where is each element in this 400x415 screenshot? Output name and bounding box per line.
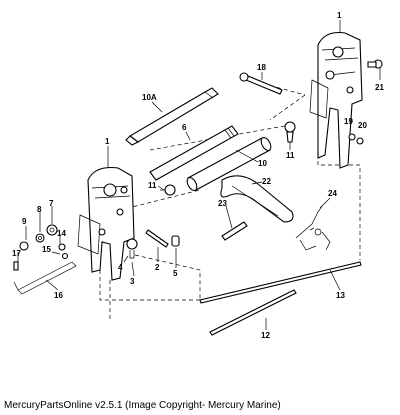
spring-24 (295, 205, 331, 251)
callout-10: 10 (258, 159, 267, 168)
callout-14: 14 (57, 229, 66, 238)
callout-17: 17 (12, 249, 21, 258)
callout-23: 23 (218, 199, 227, 208)
shaft-10a (125, 87, 219, 146)
callout-24: 24 (328, 189, 337, 198)
callout-19: 19 (344, 117, 353, 126)
nut-19-20 (348, 133, 364, 145)
callout-7: 7 (49, 199, 54, 208)
callout-1-top: 1 (337, 11, 342, 20)
screw-2 (145, 229, 169, 248)
pin-18 (239, 72, 283, 95)
hardware-left-cluster (13, 224, 69, 271)
cap-5 (171, 235, 180, 247)
callout-21: 21 (375, 83, 384, 92)
callout-1-mid: 1 (105, 137, 110, 146)
knob-4 (126, 238, 138, 259)
callout-13: 13 (336, 291, 345, 300)
rod-13 (199, 261, 362, 304)
pin-23 (221, 221, 248, 241)
bolt-21 (367, 59, 383, 69)
strap-22 (220, 175, 294, 223)
callout-9: 9 (22, 217, 27, 226)
bolt-11-left (160, 184, 176, 196)
callout-11-left: 11 (148, 181, 157, 190)
callout-16: 16 (54, 291, 63, 300)
assembly-guide-lines (99, 79, 361, 320)
rod-12 (209, 289, 297, 336)
callout-15: 15 (42, 245, 51, 254)
callout-4: 4 (118, 263, 123, 272)
callout-6: 6 (182, 123, 187, 132)
callout-5: 5 (173, 269, 178, 278)
callout-2: 2 (155, 263, 160, 272)
callout-18: 18 (257, 63, 266, 72)
rod-16 (13, 261, 77, 295)
image-caption: MercuryPartsOnline v2.5.1 (Image Copyrig… (4, 400, 281, 411)
callout-11-right: 11 (286, 151, 295, 160)
leader-lines (17, 20, 381, 330)
callout-22: 22 (262, 177, 271, 186)
callouts: 1 18 21 10A 6 11 19 20 1 10 11 22 23 24 … (12, 11, 384, 340)
callout-8: 8 (37, 205, 42, 214)
bracket-top-right (309, 31, 363, 169)
tube-6 (149, 125, 239, 181)
bracket-mid-left (77, 166, 135, 281)
callout-12: 12 (261, 331, 270, 340)
callout-10a: 10A (142, 93, 157, 102)
bolt-11-right (284, 121, 296, 143)
callout-20: 20 (358, 121, 367, 130)
tube-10 (186, 136, 272, 192)
callout-3: 3 (130, 277, 135, 286)
